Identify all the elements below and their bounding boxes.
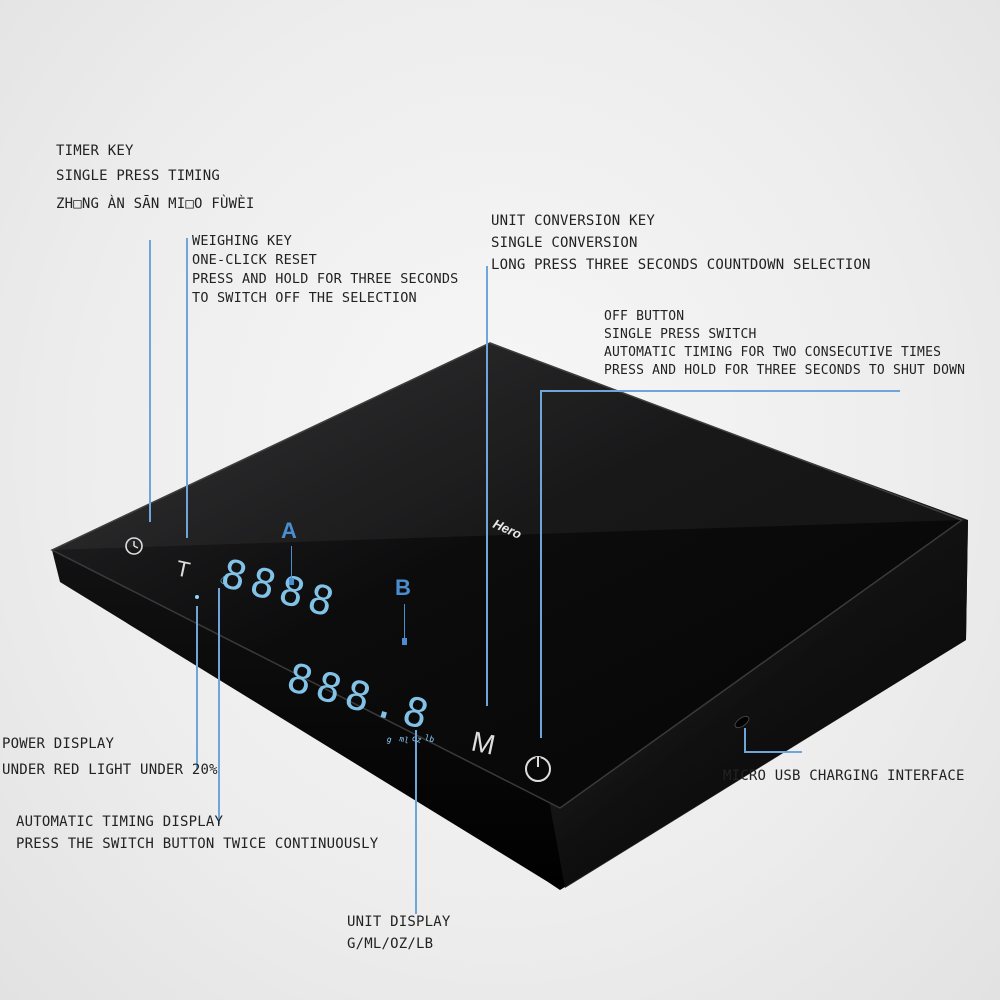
micro-usb-callout: MICRO USB CHARGING INTERFACE [723,765,965,787]
clock-icon [125,537,143,555]
micro-usb-port [734,715,750,729]
weighing-key-line-2: PRESS AND HOLD FOR THREE SECONDS [192,271,459,287]
off-button-title: OFF BUTTON [604,309,685,324]
timer-key-line-1: SINGLE PRESS TIMING [56,168,220,184]
power-display-line-1: UNDER RED LIGHT UNDER 20% [2,762,218,778]
weighing-key[interactable]: T [174,555,192,582]
weighing-key-line-1: ONE-CLICK RESET [192,252,317,268]
unit-conversion-line-2: LONG PRESS THREE SECONDS COUNTDOWN SELEC… [491,257,871,273]
zone-a-label: A [281,518,297,543]
unit-display-line-1: G/ML/OZ/LB [347,936,434,952]
off-button-line-2: AUTOMATIC TIMING FOR TWO CONSECUTIVE TIM… [604,345,942,360]
unit-mark-oz: oz [411,734,423,745]
weighing-key-leader [186,238,188,538]
unit-display-title: UNIT DISPLAY [347,914,451,930]
timer-key-title: TIMER KEY [56,143,134,159]
unit-conversion-line-1: SINGLE CONVERSION [491,235,638,251]
timer-key-leader [149,240,151,522]
timer-key-callout: TIMER KEY SINGLE PRESS TIMING ZH□NG ÀN S… [56,139,254,217]
unit-display-leader [415,730,417,914]
timer-key[interactable] [125,537,143,555]
timer-key-line-2: ZH□NG ÀN SĀN MI□O FÙWÈI [56,196,255,212]
weighing-key-line-3: TO SWITCH OFF THE SELECTION [192,290,417,306]
off-button-line-3: PRESS AND HOLD FOR THREE SECONDS TO SHUT… [604,363,966,378]
timing-display-leader [218,588,220,824]
timing-indicator: ⏱ [220,576,228,587]
unit-mark-g: g [386,735,393,745]
off-button-callout: OFF BUTTON SINGLE PRESS SWITCH AUTOMATIC… [604,308,965,380]
scale-top-surface [50,342,964,809]
power-display-callout: POWER DISPLAY UNDER RED LIGHT UNDER 20% [2,731,218,783]
automatic-timing-callout: AUTOMATIC TIMING DISPLAY PRESS THE SWITC… [16,811,378,855]
usb-leader-v [744,728,746,752]
unit-key-leader [486,266,488,706]
weighing-key-title: WEIGHING KEY [192,233,292,249]
micro-usb-title: MICRO USB CHARGING INTERFACE [723,768,965,784]
power-key[interactable] [525,756,551,782]
automatic-timing-line-1: PRESS THE SWITCH BUTTON TWICE CONTINUOUS… [16,836,379,852]
power-display-title: POWER DISPLAY [2,736,115,752]
unit-display-callout: UNIT DISPLAY G/ML/OZ/LB [347,911,451,955]
unit-mark-ml: ml [398,734,410,745]
off-button-line-1: SINGLE PRESS SWITCH [604,327,757,342]
weighing-key-callout: WEIGHING KEY ONE-CLICK RESET PRESS AND H… [192,232,459,308]
unit-mark-lb: lb [424,733,436,744]
automatic-timing-title: AUTOMATIC TIMING DISPLAY [16,814,224,830]
unit-conversion-title: UNIT CONVERSION KEY [491,213,655,229]
off-button-leader-h [540,390,900,392]
unit-conversion-callout: UNIT CONVERSION KEY SINGLE CONVERSION LO… [491,210,871,276]
usb-leader-h [744,751,802,753]
off-button-leader-v [540,390,542,738]
power-display-leader [196,606,198,770]
zone-b-label: B [395,575,411,600]
power-indicator-dot [195,595,199,599]
